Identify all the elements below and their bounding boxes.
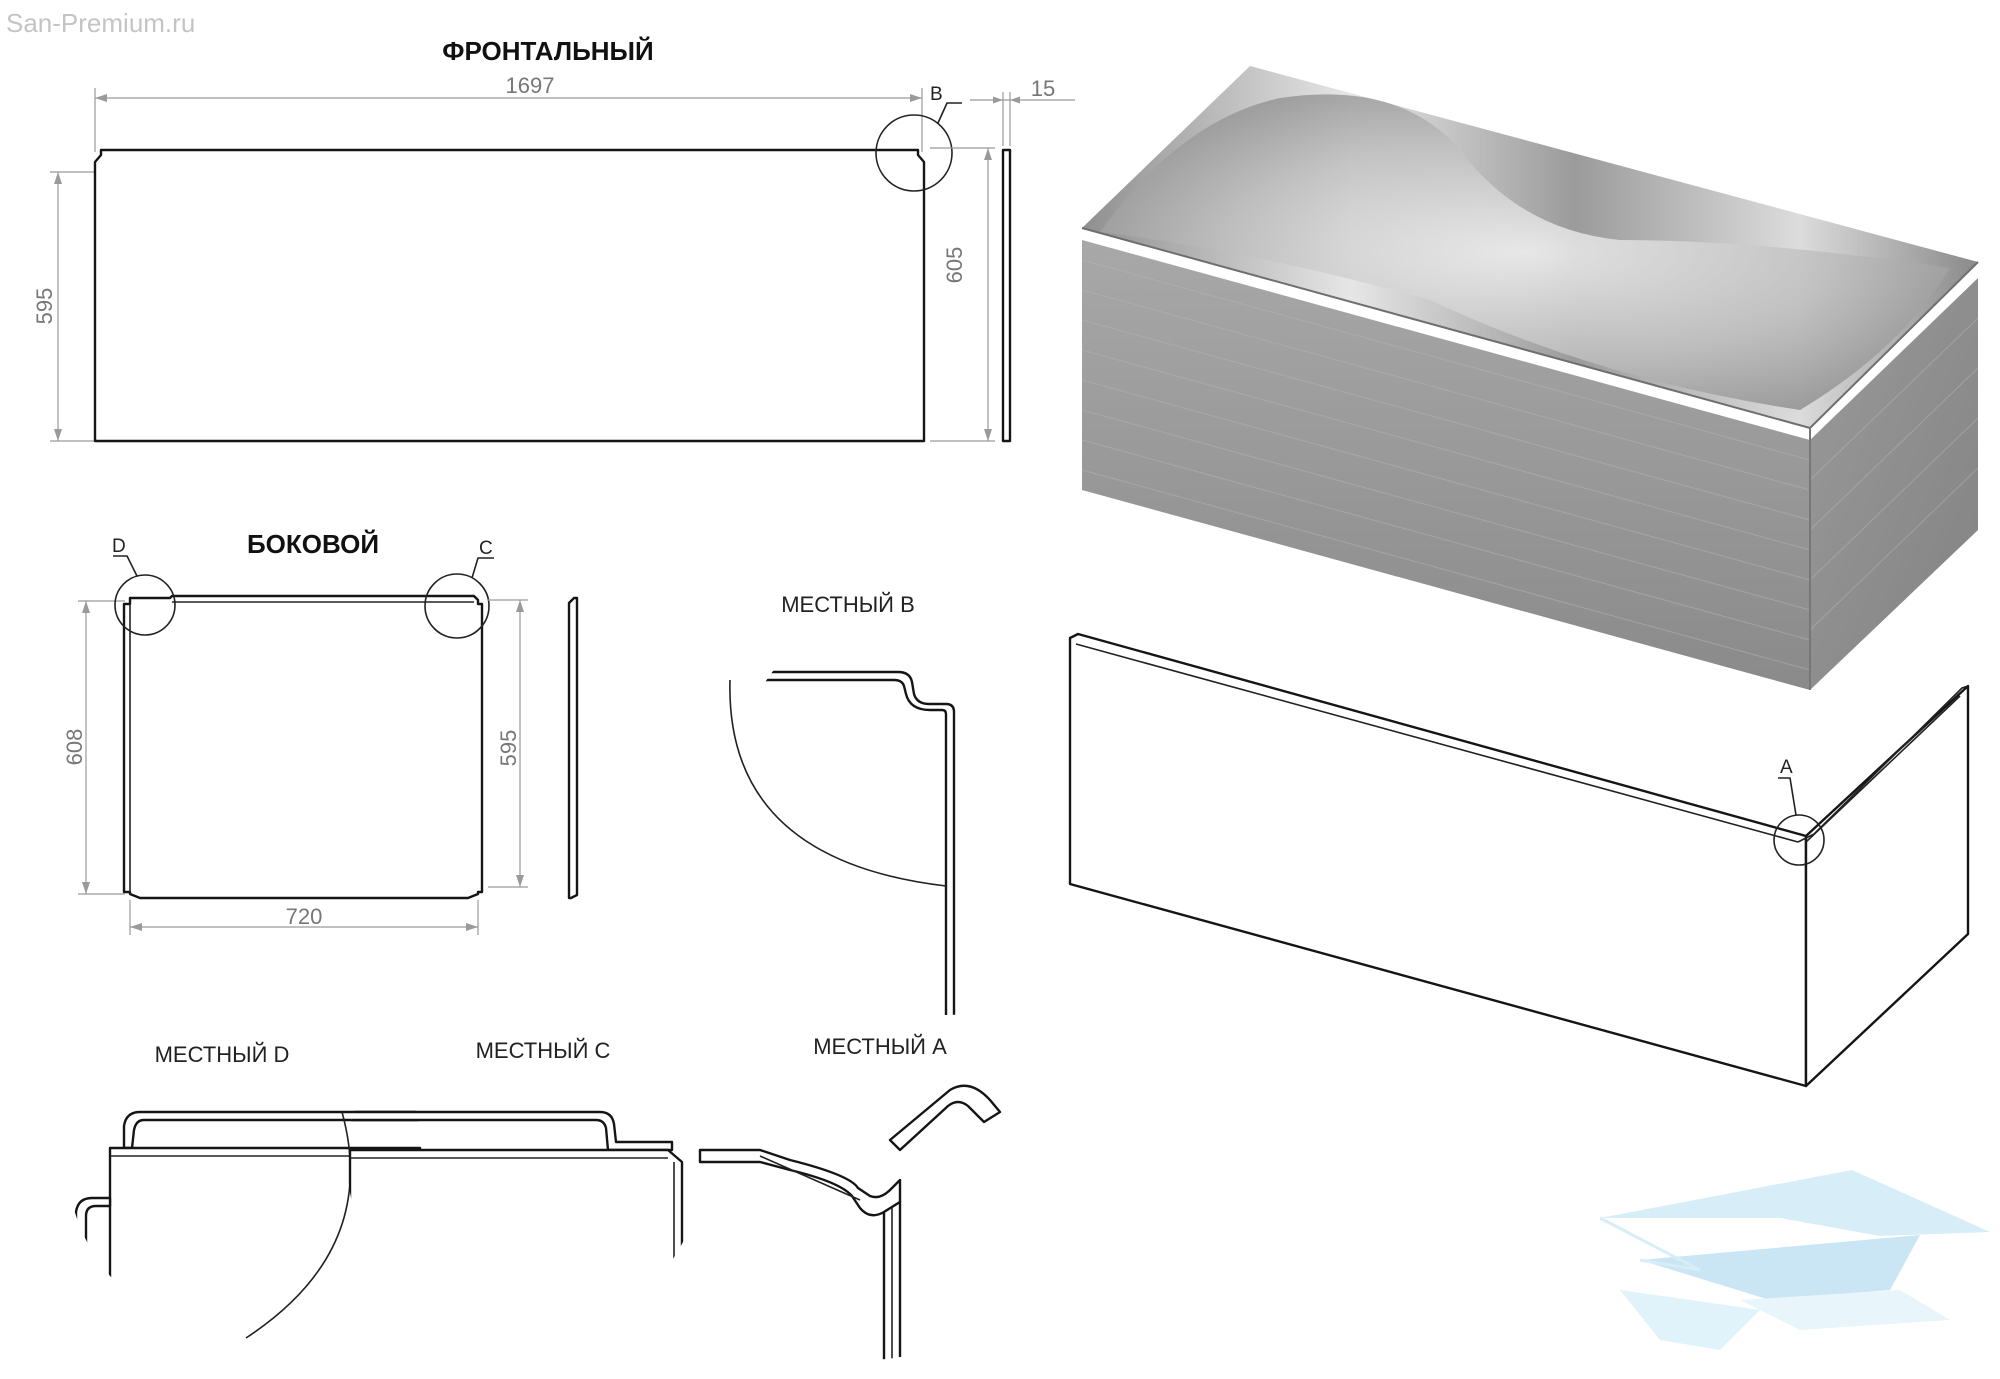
callout-c-circle <box>424 573 490 639</box>
detail-b: МЕСТНЫЙ В <box>729 592 956 1015</box>
detail-c: МЕСТНЫЙ С <box>348 1038 684 1338</box>
detail-d-title: МЕСТНЫЙ D <box>155 1042 290 1067</box>
front-panel-view: ФРОНТАЛЬНЫЙ 1697 595 B 605 15 <box>32 36 1075 443</box>
front-panel-outline <box>93 148 926 443</box>
callout-a-label: A <box>1780 757 1793 778</box>
side-title: БОКОВОЙ <box>247 529 379 559</box>
brand-logo-icon <box>1599 1170 1990 1350</box>
watermark-text: San-Premium.ru <box>6 8 195 38</box>
detail-a: МЕСТНЫЙ А <box>698 1034 1002 1360</box>
front-height-left-label: 595 <box>32 288 57 325</box>
panels-isometric: A <box>1068 632 1970 1088</box>
front-width-label: 1697 <box>506 73 555 98</box>
side-height-left-label: 608 <box>62 729 87 766</box>
callout-d-circle <box>114 574 176 636</box>
iso-side-panel <box>1804 684 1970 1088</box>
callout-a-circle <box>1773 814 1825 866</box>
front-height-right-label: 605 <box>942 247 967 284</box>
front-thickness-label: 15 <box>1031 76 1055 101</box>
detail-b-title: МЕСТНЫЙ В <box>781 592 915 617</box>
front-panel-profile <box>1001 148 1012 443</box>
side-height-right-label: 595 <box>496 730 521 767</box>
side-panel-view: БОКОВОЙ 608 D C 595 720 <box>62 529 579 935</box>
side-panel-outline <box>122 594 484 900</box>
side-panel-profile <box>567 596 579 900</box>
bathtub-render <box>1081 66 1979 690</box>
callout-b-circle <box>875 114 953 192</box>
detail-a-title: МЕСТНЫЙ А <box>813 1034 947 1059</box>
callout-b-label: B <box>930 84 943 105</box>
iso-front-panel <box>1068 632 1808 1088</box>
side-width-label: 720 <box>286 904 323 929</box>
callout-c-label: C <box>479 538 493 559</box>
callout-d-label: D <box>112 536 126 557</box>
detail-c-title: МЕСТНЫЙ С <box>476 1038 611 1063</box>
front-title: ФРОНТАЛЬНЫЙ <box>442 36 653 66</box>
